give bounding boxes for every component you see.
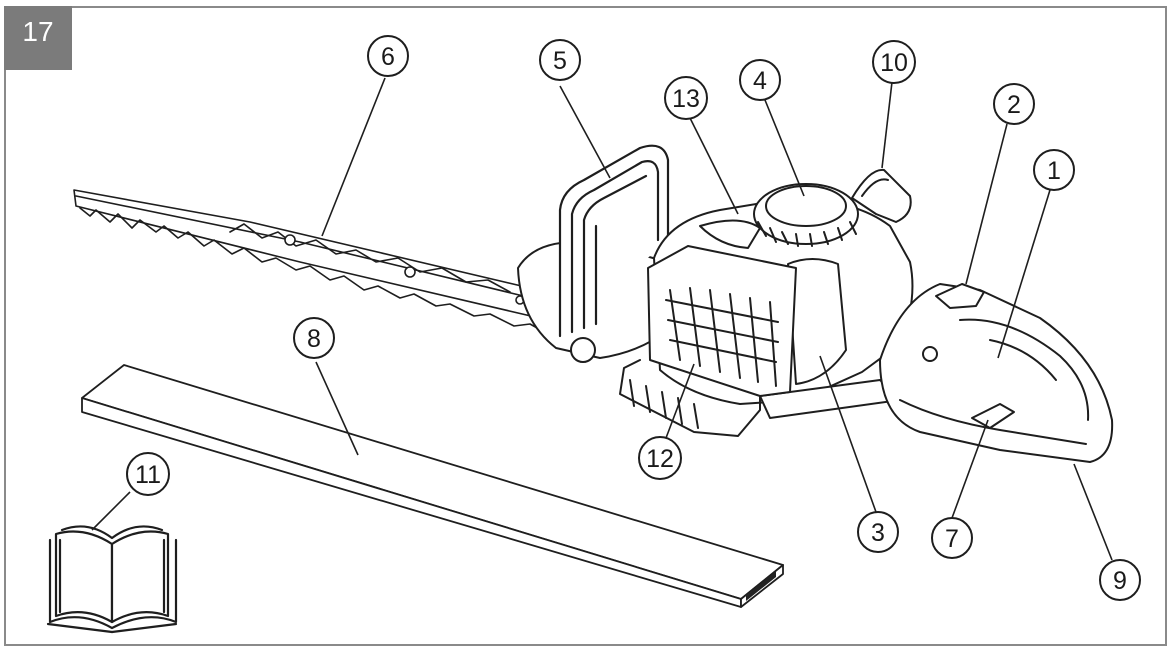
figure-number-tab: 17 xyxy=(4,6,72,70)
callout-6-number: 6 xyxy=(381,43,395,71)
air-filter-drawing xyxy=(619,245,797,437)
callout-11: 11 xyxy=(126,452,170,496)
callout-7: 7 xyxy=(931,517,973,559)
figure-number: 17 xyxy=(22,16,54,47)
callout-12: 12 xyxy=(638,436,682,480)
rear-handle-drawing xyxy=(879,283,1114,463)
callout-13: 13 xyxy=(664,76,708,120)
callout-labels: 1 2 3 4 5 6 7 8 xyxy=(126,35,1141,601)
callout-11-number: 11 xyxy=(135,461,161,489)
callout-8-number: 8 xyxy=(307,325,321,353)
starter-grip-drawing xyxy=(851,168,912,223)
callout-4: 4 xyxy=(739,59,781,101)
callout-9-number: 9 xyxy=(1113,567,1127,595)
blade-guard-drawing xyxy=(81,364,784,608)
callout-2: 2 xyxy=(993,83,1035,125)
callout-3-number: 3 xyxy=(871,519,885,547)
callout-1-number: 1 xyxy=(1047,157,1061,185)
cutting-blade-drawing xyxy=(73,189,549,335)
callout-7-number: 7 xyxy=(945,525,959,553)
manual-book-drawing xyxy=(46,525,178,634)
callout-10-number: 10 xyxy=(880,49,908,77)
callout-13-number: 13 xyxy=(672,85,700,113)
front-handle-drawing xyxy=(558,144,670,338)
callout-1: 1 xyxy=(1033,149,1075,191)
callout-3: 3 xyxy=(857,511,899,553)
callout-4-number: 4 xyxy=(753,67,767,95)
callout-2-number: 2 xyxy=(1007,91,1021,119)
callout-8: 8 xyxy=(293,317,335,359)
leader-lines xyxy=(91,77,1113,561)
callout-10: 10 xyxy=(872,40,916,84)
callout-5: 5 xyxy=(539,39,581,81)
callout-5-number: 5 xyxy=(553,47,567,75)
callout-9: 9 xyxy=(1099,559,1141,601)
callout-6: 6 xyxy=(367,35,409,77)
recoil-starter-drawing xyxy=(753,183,859,247)
callout-12-number: 12 xyxy=(646,445,674,473)
